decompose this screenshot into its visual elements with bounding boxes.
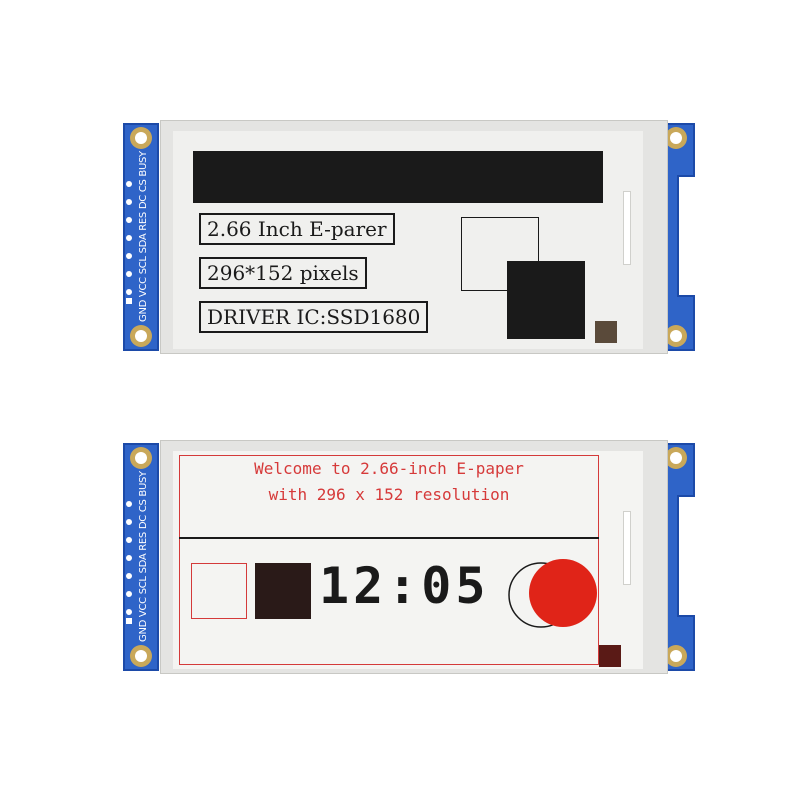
fpc-window [623,511,631,585]
mounting-hole-icon [130,645,152,667]
pin-labels: GND VCC SCL SDA RES DC CS BUSY [138,151,149,322]
outline-square [461,217,539,291]
fpc-window [623,191,631,265]
header-pins-icon [126,501,132,624]
epaper-module-black-white: GND VCC SCL SDA RES DC CS BUSY 2.66 Inch… [118,116,700,358]
mounting-hole-icon [130,127,152,149]
resolution-text-box: 296*152 pixels [199,257,367,289]
epaper-display: Welcome to 2.66-inch E-paper with 296 x … [160,440,668,674]
mounting-hole-icon [665,645,687,667]
connector-pad [595,321,617,343]
circles-graphic [508,559,597,628]
red-filled-circle [529,559,597,627]
mounting-hole-icon [130,325,152,347]
welcome-line-1: Welcome to 2.66-inch E-paper [254,459,524,478]
mounting-hole-icon [130,447,152,469]
epaper-active-area: Welcome to 2.66-inch E-paper with 296 x … [173,451,643,669]
welcome-line-2: with 296 x 152 resolution [268,485,510,504]
red-outline-square [191,563,247,619]
clock-display: 12:05 [319,557,490,615]
epaper-module-tricolor: GND VCC SCL SDA RES DC CS BUSY Welcome t… [118,436,700,678]
black-bar [193,151,603,203]
title-text-box: 2.66 Inch E-parer [199,213,395,245]
divider-line [179,537,599,539]
filled-square [507,261,585,339]
black-filled-square [255,563,311,619]
mounting-hole-icon [665,447,687,469]
red-border-frame [179,455,599,665]
connector-pad [599,645,621,667]
epaper-display: 2.66 Inch E-parer 296*152 pixels DRIVER … [160,120,668,354]
mounting-hole-icon [665,127,687,149]
epaper-active-area: 2.66 Inch E-parer 296*152 pixels DRIVER … [173,131,643,349]
header-pins-icon [126,181,132,304]
mounting-hole-icon [665,325,687,347]
driver-text-box: DRIVER IC:SSD1680 [199,301,429,333]
pin-labels: GND VCC SCL SDA RES DC CS BUSY [138,471,149,642]
